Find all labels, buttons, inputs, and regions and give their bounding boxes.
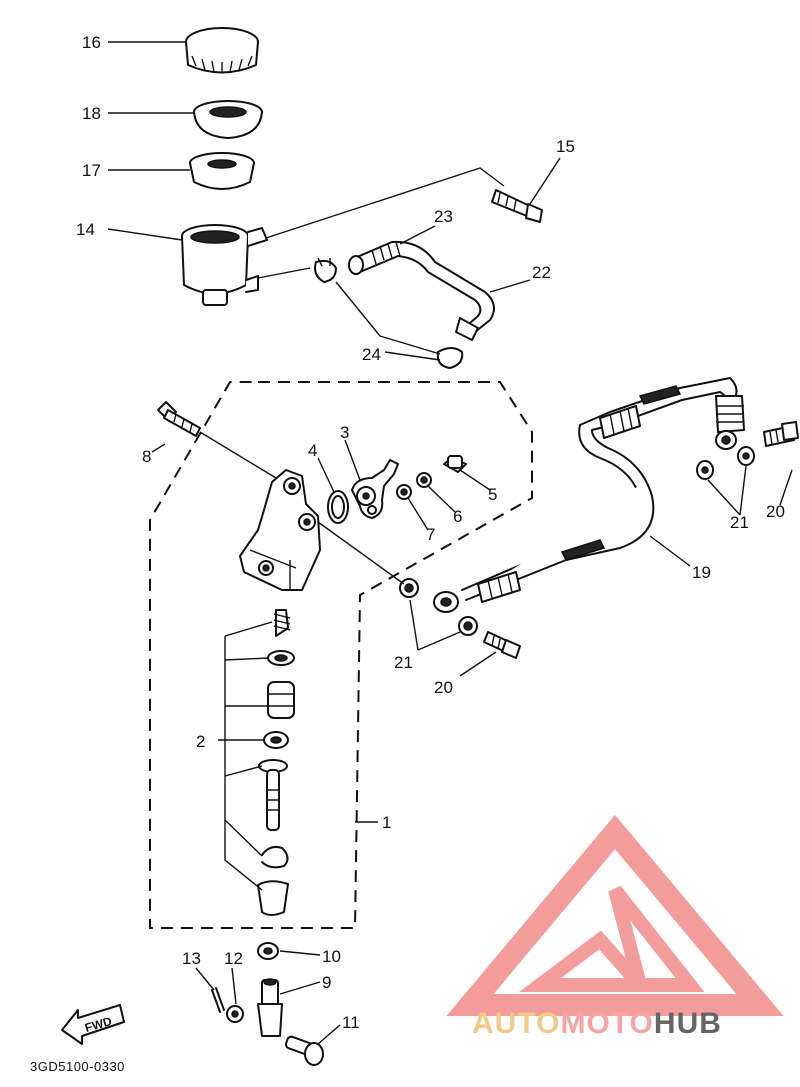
callout-6: 6 [453,507,462,526]
diagram-code: 3GD5100-0330 [30,1059,125,1074]
watermark-auto: AUTO [472,1007,560,1040]
assembly-boundary [149,381,533,929]
callout-16: 16 [82,33,101,52]
locknut-10 [257,942,279,960]
callout-18: 18 [82,104,101,123]
svg-text:AUTOMOTOHUB: AUTOMOTOHUB [472,1007,722,1040]
cotter-pin-13 [211,987,225,1013]
callout-11: 11 [342,1013,360,1032]
reservoir-cap [185,27,259,74]
callout-12: 12 [224,949,243,968]
piston-kit-2 [257,609,295,916]
reservoir-hose [348,240,495,341]
hose-joint-3 [351,459,399,519]
callout-7: 7 [426,525,435,544]
screw-5 [443,455,467,473]
callout-3: 3 [340,423,349,442]
washer-6 [416,472,432,488]
gaskets-21-right [696,446,755,480]
callout-10: 10 [322,947,341,966]
callout-21-right: 21 [730,513,749,532]
callout-8: 8 [142,447,151,466]
callout-15: 15 [556,137,575,156]
washer-12 [226,1005,244,1023]
brake-hose-19 [433,377,745,613]
callout-20-left: 20 [434,678,453,697]
reservoir-tank [181,224,268,306]
clevis-9 [257,978,283,1037]
watermark-moto: MOTO [560,1007,653,1040]
hose-clip-top [314,257,337,283]
callout-19: 19 [692,563,711,582]
logo-triangle-icon [446,814,784,1016]
washer-7 [396,484,412,500]
leader-lines [107,41,793,1045]
pin-11 [284,1035,324,1066]
reservoir-diaphragm [189,152,255,190]
callout-23: 23 [434,207,453,226]
watermark-hub: HUB [654,1007,722,1040]
union-bolt-20-left [483,631,521,659]
callout-22: 22 [532,263,551,282]
bolt-8 [157,401,201,437]
reservoir-plate [193,100,263,139]
callout-2: 2 [196,732,205,751]
callout-20-right: 20 [766,502,785,521]
callout-1: 1 [382,813,391,832]
watermark-logo [446,814,784,1016]
fwd-arrow-icon: FWD [61,1004,125,1045]
callout-9: 9 [322,973,331,992]
union-bolt-15 [491,189,543,223]
union-bolt-20-right [763,421,799,447]
logo-inner-mark-icon [519,885,705,992]
callout-17: 17 [82,161,101,180]
callout-5: 5 [488,485,497,504]
o-ring-4 [327,490,349,524]
callout-13: 13 [182,949,201,968]
callout-14: 14 [76,220,95,239]
master-cylinder-body [239,469,321,591]
callout-24: 24 [362,345,381,364]
callout-21-left: 21 [394,653,413,672]
hose-clip-bottom [436,347,464,369]
gaskets-21-left [399,578,478,636]
callout-4: 4 [308,441,317,460]
